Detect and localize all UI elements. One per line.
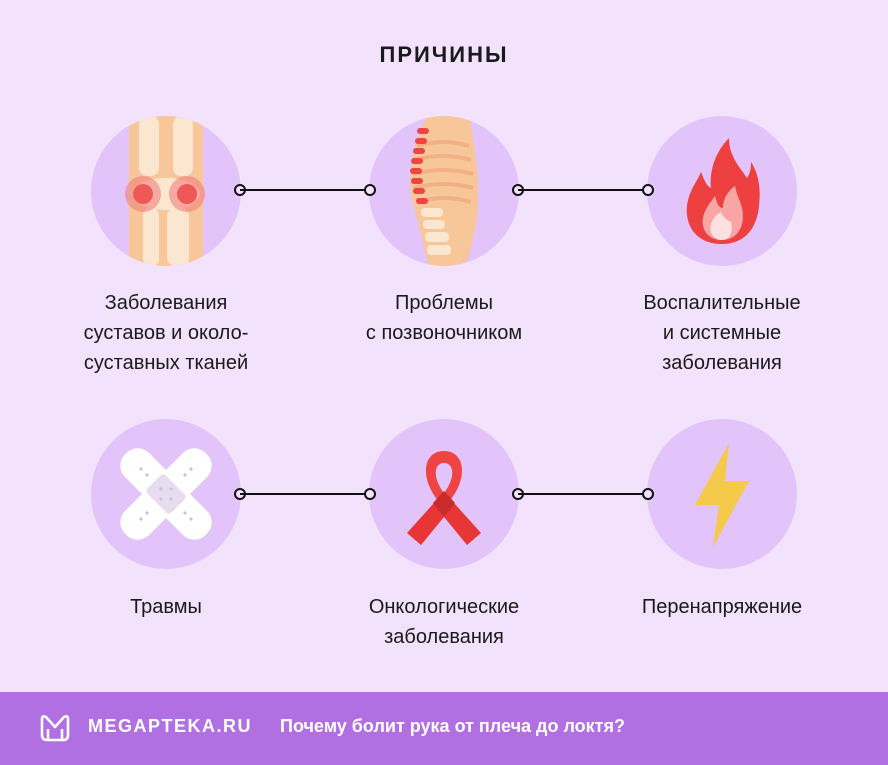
megapteka-logo-icon[interactable] xyxy=(38,713,72,743)
connector-2 xyxy=(512,184,654,196)
cause-label-inflammatory: Воспалительные и системные заболевания xyxy=(643,292,801,374)
knee-joint-icon xyxy=(91,116,241,266)
cause-label-injuries: Травмы xyxy=(130,596,202,618)
connector-4 xyxy=(512,488,654,500)
brand-name[interactable]: MEGAPTEKA.RU xyxy=(88,716,253,736)
lightning-icon xyxy=(647,419,797,569)
cause-label-joints: Заболевания суставов и около- суставных … xyxy=(83,292,249,374)
footer-bar: MEGAPTEKA.RU Почему болит рука от плеча … xyxy=(0,692,888,765)
connector-1 xyxy=(234,184,376,196)
spine-icon xyxy=(369,116,519,266)
bandage-icon xyxy=(91,419,241,569)
cancer-ribbon-icon xyxy=(369,419,519,569)
article-title-link[interactable]: Почему болит рука от плеча до локтя? xyxy=(280,716,625,736)
cause-label-spine: Проблемы с позвоночником xyxy=(365,292,523,344)
connector-3 xyxy=(234,488,376,500)
cause-label-oncology: Онкологические заболевания xyxy=(368,596,520,648)
fire-icon xyxy=(647,116,797,266)
page-title: ПРИЧИНЫ xyxy=(379,42,509,67)
cause-label-overstrain: Перенапряжение xyxy=(641,596,803,618)
